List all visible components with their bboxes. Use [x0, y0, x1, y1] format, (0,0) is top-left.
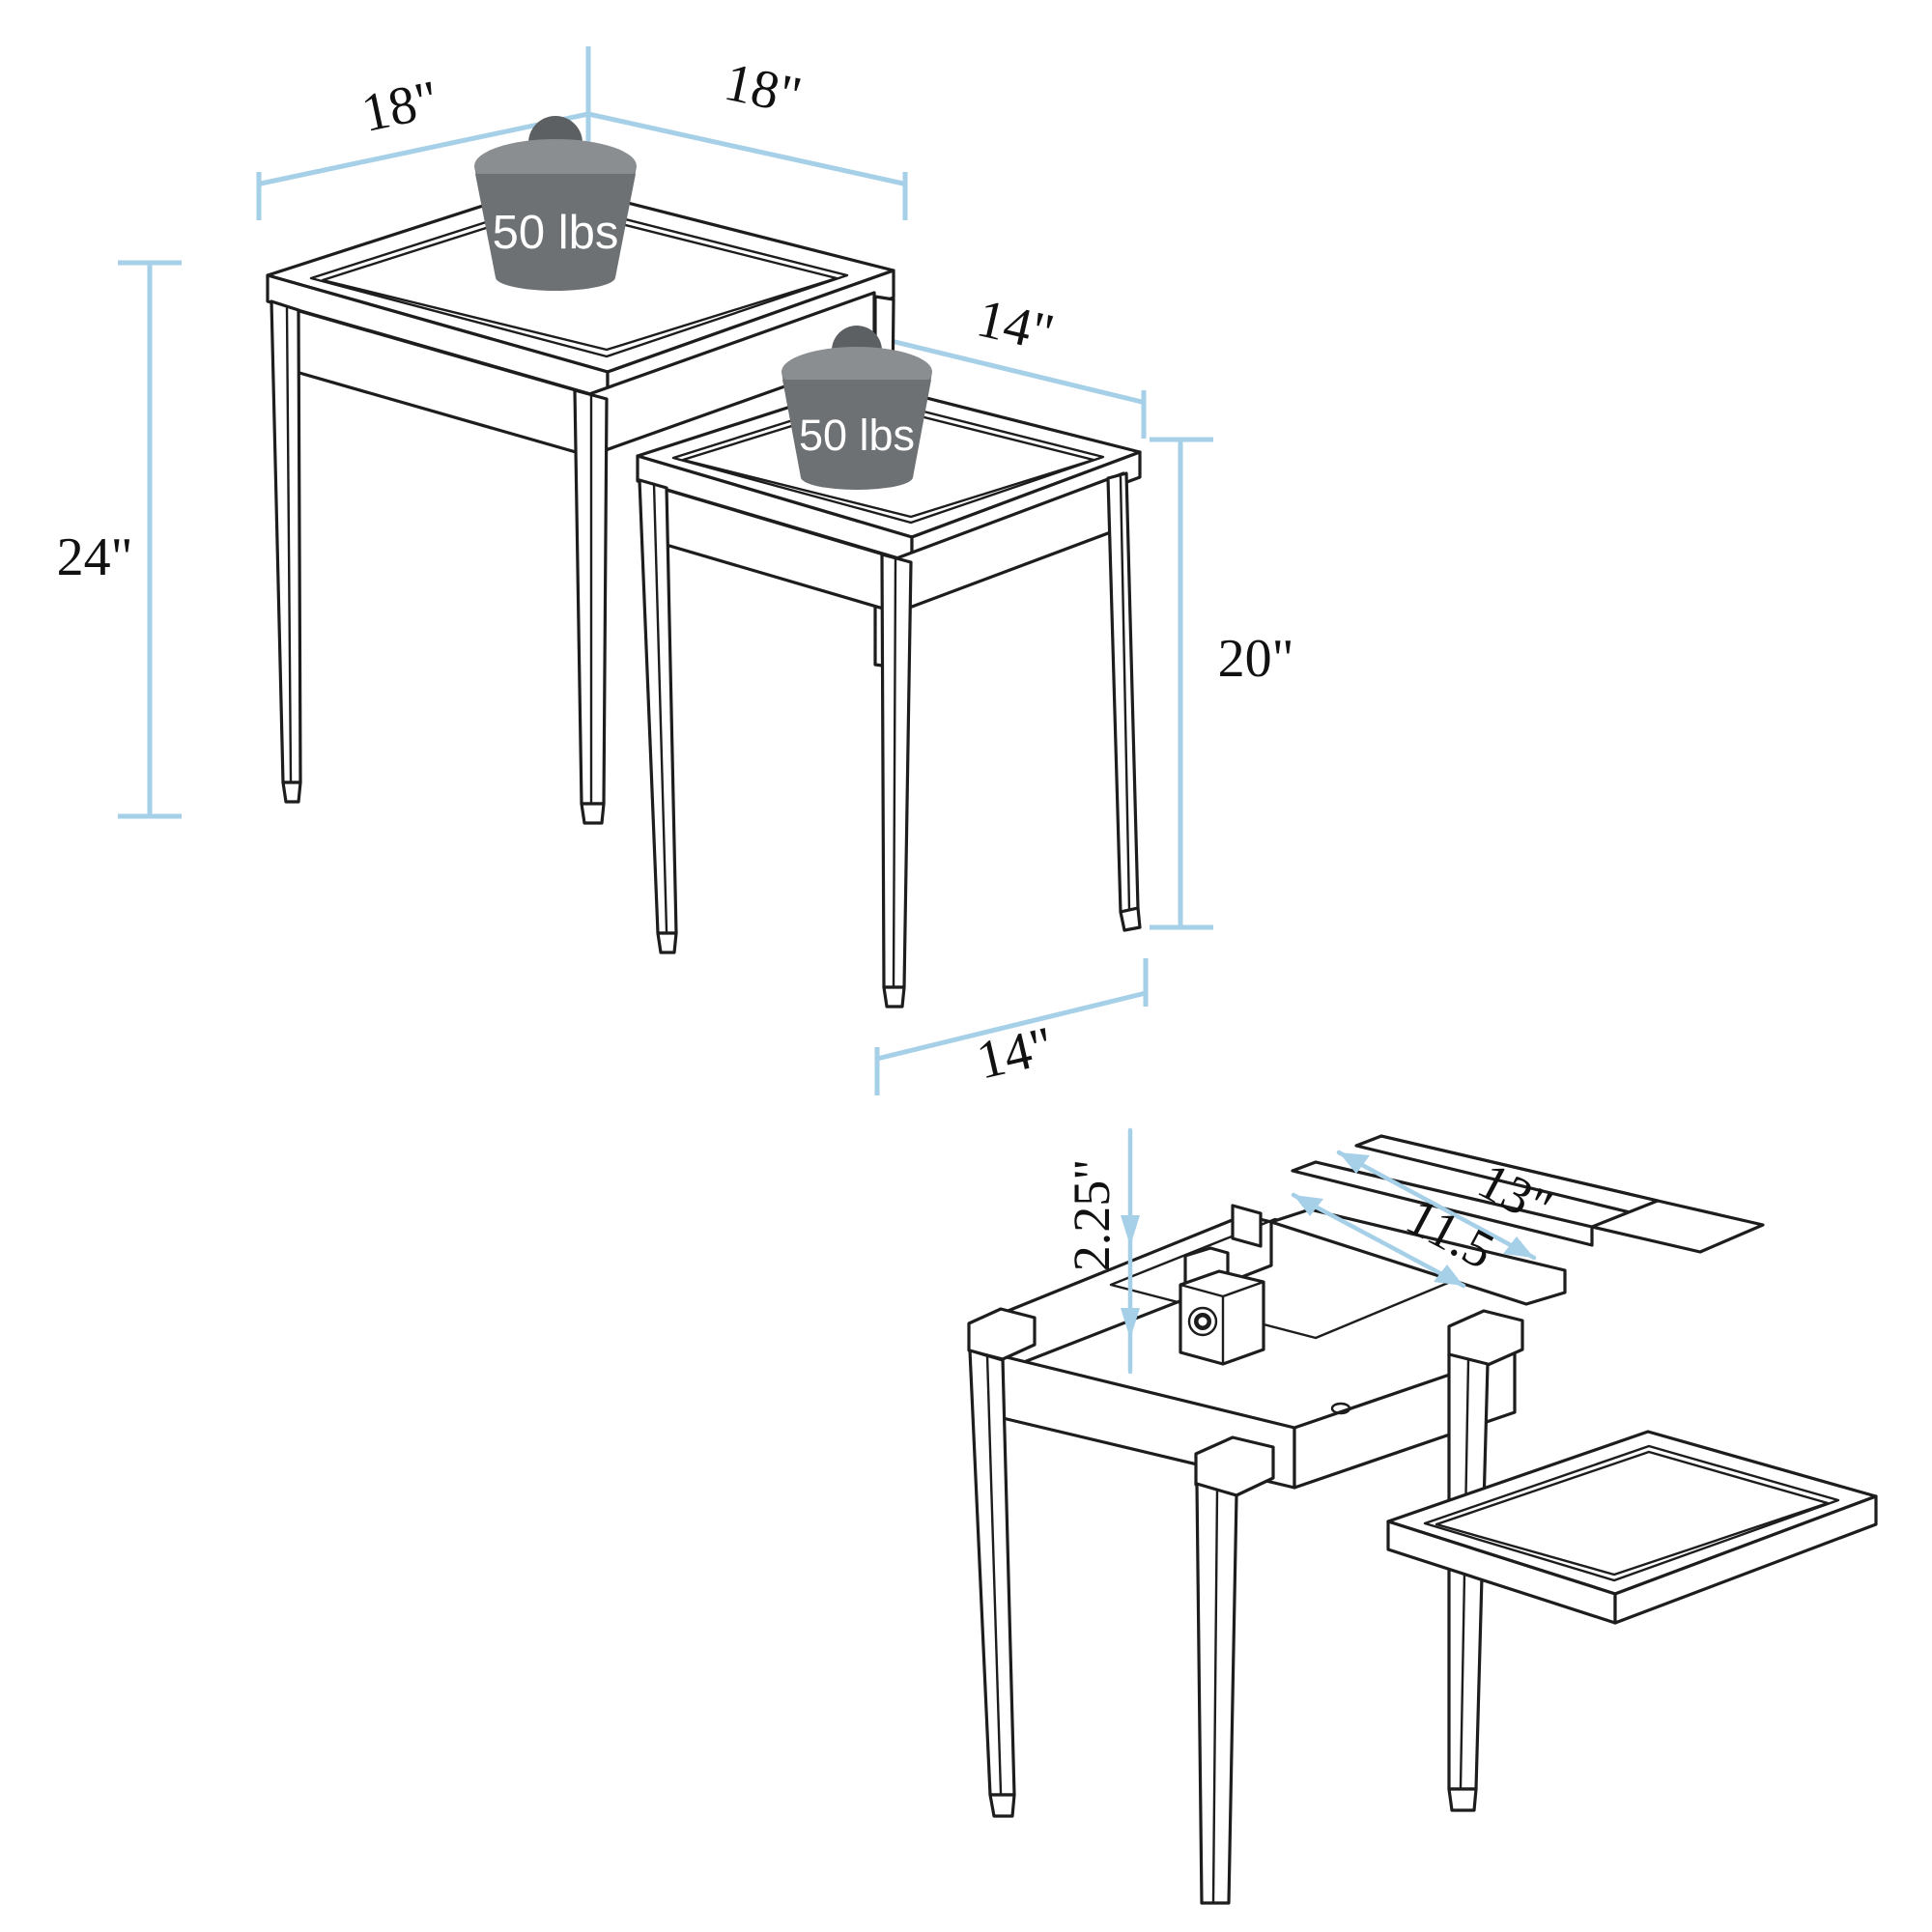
bracket-bolt-outer-icon [1187, 1306, 1218, 1337]
dim-clearance-arrow-down [1121, 1308, 1140, 1339]
detail-leg-left-edge [985, 1353, 1003, 1795]
label-detail-clearance: 2.25" [1063, 1159, 1121, 1272]
weight-base-ellipse-icon [496, 264, 615, 291]
bracket-body-edges [1179, 1280, 1265, 1366]
detail-apron-back-right [1269, 1208, 1567, 1306]
removable-top-edge-right [1613, 1494, 1878, 1625]
weight-label-small: 50 lbs [799, 411, 915, 460]
weight-body-lower-icon-small [782, 380, 931, 477]
detail-leg-front [1195, 1482, 1238, 1905]
label-large-height: 24" [57, 527, 133, 587]
detail-leg-rear [1231, 1204, 1263, 1248]
large-table-leg-left-edge [285, 305, 293, 782]
large-table-leg-left [270, 299, 302, 784]
large-table-top-inner-rim [309, 199, 849, 358]
detail-bracket-hardware [1179, 1246, 1265, 1366]
detail-leg-left-foot [988, 1793, 1016, 1818]
dim-small-depth-line [876, 990, 1147, 1062]
small-table-leg-right-edge [1119, 475, 1131, 912]
detail-leg-right-foot [1447, 1787, 1478, 1812]
dim-small-width-line [870, 333, 1143, 405]
dim-top-span-line [1336, 1150, 1537, 1261]
detail-apron-screw-hole [1330, 1402, 1351, 1415]
weight-icon-large-table: 50 lbs [474, 116, 637, 291]
dim-inner-span-arrow-start [1293, 1195, 1323, 1216]
small-table-leg-left-edge [652, 482, 668, 933]
label-large-width: 18" [720, 52, 807, 127]
small-table-leg-left [638, 478, 678, 935]
detail-top-extension [1590, 1199, 1765, 1254]
large-table [266, 182, 895, 825]
dim-inner-span-arrow-end [1434, 1264, 1463, 1286]
dim-top-span-arrow-end [1503, 1236, 1534, 1258]
removable-top-inner-panel [1435, 1450, 1830, 1577]
dim-large-width-line [587, 111, 904, 186]
weight-icon-small-table: 50 lbs [781, 326, 932, 490]
detail-removable-top [1386, 1430, 1878, 1625]
small-table-leg-front [880, 553, 913, 989]
label-large-depth: 18" [356, 70, 443, 144]
dim-clearance-arrow-up [1121, 1215, 1140, 1246]
label-small-width: 14" [972, 288, 1060, 363]
detail-apron-front-left-top [1001, 1354, 1296, 1430]
small-table-leg-front-edge [892, 556, 897, 987]
small-table-leg-left-foot [656, 931, 678, 954]
small-table-leg-right-foot [1119, 906, 1142, 932]
detail-leg-front-edge [1211, 1489, 1219, 1903]
bracket-bolt-inner-icon [1198, 1317, 1208, 1326]
label-small-depth: 14" [972, 1015, 1060, 1091]
weight-label-large: 50 lbs [493, 207, 619, 259]
small-table-leg-front-foot [882, 985, 906, 1009]
label-small-height: 20" [1218, 629, 1294, 689]
large-table-leg-front-foot [580, 802, 606, 825]
removable-top-inner-rim [1423, 1444, 1840, 1582]
large-table-top-inner-panel [321, 205, 838, 352]
weight-base-ellipse-icon-small [801, 465, 913, 490]
upper-view-dimensions [118, 46, 1213, 1095]
weight-body-lower-icon [475, 174, 636, 277]
dim-top-span-arrow-start [1339, 1152, 1370, 1174]
dim-large-depth-line [260, 111, 589, 186]
detail-top-rail-far-edge [1379, 1134, 1660, 1203]
dim-inner-span-line [1291, 1192, 1466, 1289]
large-table-leg-left-foot [281, 781, 302, 804]
detail-view-dimensions [1121, 1127, 1537, 1375]
small-table-leg-right [1106, 471, 1140, 914]
